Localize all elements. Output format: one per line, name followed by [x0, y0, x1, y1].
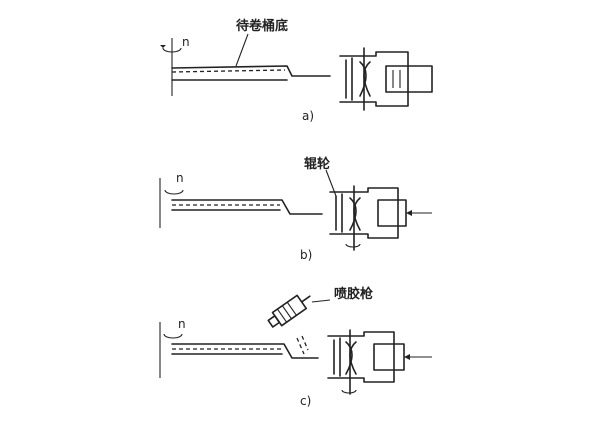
panel-a: n 待卷桶底 a)	[160, 18, 433, 123]
callout-line	[235, 33, 249, 67]
panel-caption: b)	[300, 248, 312, 262]
glue-gun-icon	[267, 294, 311, 328]
roller-assembly	[329, 185, 432, 251]
panel-caption: c)	[300, 394, 311, 408]
drum-bottom-inner	[171, 69, 286, 73]
rotation-arrow-icon	[163, 333, 183, 339]
rotation-arrow-icon	[162, 47, 182, 53]
panel-c: n 喷胶枪 c)	[159, 286, 432, 408]
callout-label: 待卷桶底	[235, 18, 288, 34]
drum-bottom-blank	[171, 199, 323, 215]
callout-label: 喷胶枪	[334, 286, 373, 302]
drum-bottom-blank	[171, 65, 331, 77]
roller-assembly	[339, 47, 433, 111]
rotation-label: n	[182, 35, 190, 49]
callout-label: 辊轮	[304, 156, 330, 172]
rotation-label: n	[178, 317, 186, 331]
rotation-arrow-icon	[164, 189, 184, 195]
rotation-arrowhead-icon	[160, 45, 166, 48]
glue-spray	[296, 335, 309, 355]
rotation-label: n	[176, 171, 184, 185]
roller-assembly	[327, 329, 432, 395]
panel-b: n 辊轮 b)	[159, 156, 432, 262]
drum-bottom-blank	[171, 343, 319, 359]
callout-line	[311, 299, 331, 303]
panel-caption: a)	[302, 109, 314, 123]
